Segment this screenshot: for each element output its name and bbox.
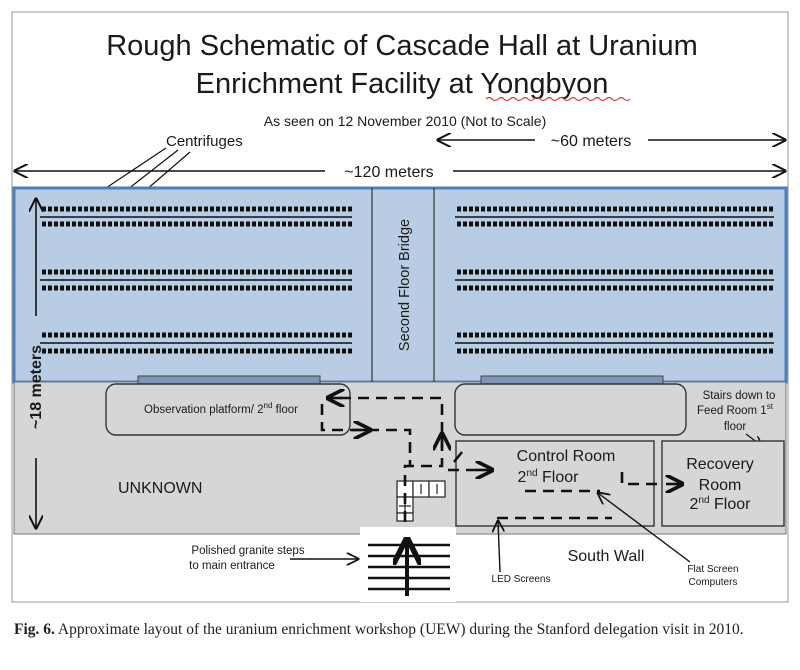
route-arrows: [328, 398, 682, 484]
dimension-120-label: ~120 meters: [344, 164, 433, 181]
cascade-hall-schematic: Rough Schematic of Cascade Hall at Urani…: [11, 11, 789, 603]
unknown-area-label: UNKNOWN: [118, 480, 202, 497]
stairs-label-3: floor: [724, 421, 747, 433]
led-screens-label: LED Screens: [492, 574, 551, 585]
stairs-label-1: Stairs down to: [703, 390, 776, 402]
east-platform: [454, 383, 687, 436]
flat-screen-leader: [598, 493, 691, 563]
led-screens-leader: [498, 521, 500, 573]
second-floor-bridge-label: Second Floor Bridge: [397, 219, 413, 351]
centrifuges-label: Centrifuges: [166, 133, 243, 150]
subtitle: As seen on 12 November 2010 (Not to Scal…: [264, 113, 547, 129]
caption-text: Approximate layout of the uranium enrich…: [54, 621, 744, 638]
stairs-label-2: Feed Room 1st: [697, 402, 774, 417]
flat-screen-label-1: Flat Screen: [687, 564, 738, 575]
title-line-2: Enrichment Facility at Yongbyon: [196, 68, 609, 100]
figure-caption: Fig. 6. Approximate layout of the uraniu…: [14, 620, 789, 639]
east-window: [480, 375, 664, 385]
south-wall-label: South Wall: [568, 548, 645, 565]
recovery-room-label-3: 2nd Floor: [690, 495, 752, 513]
granite-steps-label-2: to main entrance: [189, 560, 275, 572]
caption-label: Fig. 6.: [14, 621, 55, 638]
granite-steps-label-1: Polished granite steps: [191, 545, 304, 557]
recovery-room-label-2: Room: [699, 477, 742, 494]
control-room-label-2: 2nd Floor: [518, 468, 580, 486]
flat-screen-label-2: Computers: [689, 577, 738, 588]
dimension-60-label: ~60 meters: [551, 133, 631, 150]
spellcheck-underline: [485, 96, 631, 102]
dimension-18-label: ~18 meters: [28, 345, 45, 429]
centrifuge-rows: [40, 206, 774, 354]
observation-platform-label: Observation platform/ 2nd floor: [144, 401, 298, 416]
control-room-label-1: Control Room: [517, 448, 616, 465]
observation-platform: [105, 383, 351, 436]
observation-window: [137, 375, 321, 385]
control-room: [455, 440, 655, 527]
title-line-1: Rough Schematic of Cascade Hall at Urani…: [106, 30, 698, 62]
recovery-room-label-1: Recovery: [686, 456, 754, 473]
